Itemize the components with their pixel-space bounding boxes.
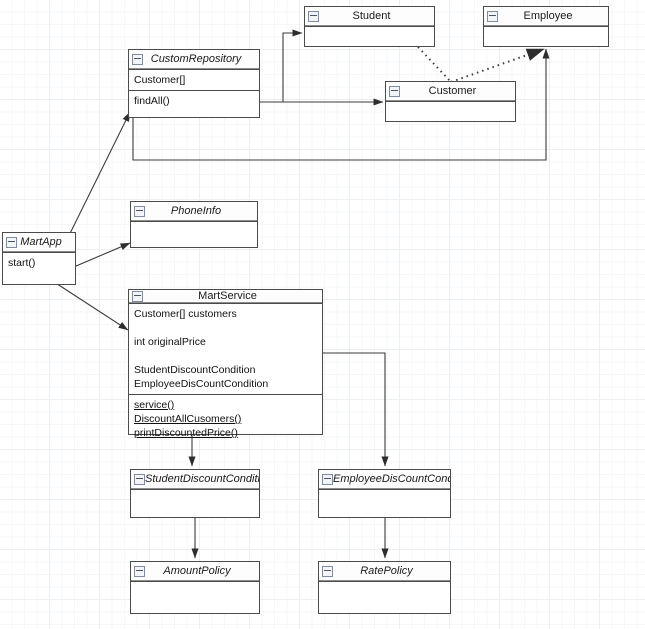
class-name-label: AmountPolicy <box>163 565 231 577</box>
collapse-minus-icon[interactable] <box>132 290 143 302</box>
class-header-martservice: MartService <box>129 290 322 303</box>
class-name-label: RatePolicy <box>360 565 413 577</box>
class-compartment-amountpolicy-0 <box>131 581 259 613</box>
edge-customrepository-to-student[interactable] <box>260 29 303 103</box>
class-compartment-studentdiscountcondition-0 <box>131 489 259 517</box>
class-header-customrepository: CustomRepository <box>129 50 259 69</box>
class-compartment-student-0 <box>305 26 434 46</box>
class-header-studentdiscountcondition: StudentDiscountCondition <box>131 470 259 489</box>
class-member: Customer[] customers <box>134 308 237 320</box>
class-box-studentdiscountcondition[interactable]: StudentDiscountCondition <box>130 469 260 518</box>
edge-martapp-to-martservice[interactable] <box>47 277 129 331</box>
class-header-employee: Employee <box>484 7 608 26</box>
class-compartment-customrepository-0: Customer[] <box>129 69 259 90</box>
class-name-label: Employee <box>523 10 573 22</box>
collapse-minus-icon[interactable] <box>134 205 145 217</box>
class-member: StudentDiscountCondition <box>134 364 256 376</box>
collapse-minus-icon[interactable] <box>322 473 333 485</box>
class-box-amountpolicy[interactable]: AmountPolicy <box>130 561 260 614</box>
class-member: Customer[] <box>134 74 186 86</box>
class-box-phoneinfo[interactable]: PhoneInfo <box>130 201 258 248</box>
class-member: int originalPrice <box>134 336 206 348</box>
class-header-customer: Customer <box>386 82 515 101</box>
collapse-minus-icon[interactable] <box>389 85 400 97</box>
class-name-label: Student <box>352 10 391 22</box>
class-compartment-phoneinfo-0 <box>131 221 257 247</box>
collapse-minus-icon[interactable] <box>134 565 145 577</box>
collapse-minus-icon[interactable] <box>6 236 17 248</box>
class-compartment-martapp-0: start() <box>3 252 75 273</box>
class-header-amountpolicy: AmountPolicy <box>131 562 259 581</box>
class-name-label: MartService <box>198 290 257 302</box>
class-member: EmployeeDisCountCondition <box>134 378 269 390</box>
class-box-martapp[interactable]: MartApp start() <box>2 232 76 285</box>
class-header-martapp: MartApp <box>3 233 75 252</box>
class-member: printDiscountedPrice() <box>134 427 238 439</box>
class-box-student[interactable]: Student <box>304 6 435 47</box>
collapse-minus-icon[interactable] <box>132 53 143 65</box>
class-name-label: Customer <box>428 85 477 97</box>
class-box-customer[interactable]: Customer <box>385 81 516 122</box>
class-compartment-martservice-0: Customer[] customers int originalPrice S… <box>129 303 322 394</box>
member-spacer <box>134 349 318 363</box>
edge-martservice-to-employeediscountcondition[interactable] <box>323 352 389 467</box>
class-header-employeediscountcondition: EmployeeDisCountCondition <box>319 470 450 489</box>
class-compartment-ratepolicy-0 <box>319 581 450 613</box>
class-header-phoneinfo: PhoneInfo <box>131 202 257 221</box>
class-name-label: MartApp <box>20 236 62 248</box>
class-compartment-martservice-1: service() DiscountAllCusomers() printDisco… <box>129 394 322 443</box>
class-compartment-employeediscountcondition-0 <box>319 489 450 517</box>
class-compartment-employee-0 <box>484 26 608 46</box>
edge-customrepository-to-employee[interactable] <box>132 48 550 161</box>
edge-customer-to-employee-dotted[interactable] <box>450 48 545 83</box>
class-member: findAll() <box>134 95 170 107</box>
class-member: DiscountAllCusomers() <box>134 413 242 425</box>
collapse-minus-icon[interactable] <box>134 473 145 485</box>
collapse-minus-icon[interactable] <box>308 10 319 22</box>
collapse-minus-icon[interactable] <box>322 565 333 577</box>
class-name-label: StudentDiscountCondition <box>145 473 259 485</box>
class-compartment-customer-0 <box>386 101 515 121</box>
class-compartment-customrepository-1: findAll() <box>129 90 259 111</box>
collapse-minus-icon[interactable] <box>487 10 498 22</box>
class-name-label: CustomRepository <box>150 53 242 65</box>
class-name-label: EmployeeDisCountCondition <box>333 473 450 485</box>
class-header-student: Student <box>305 7 434 26</box>
class-member: start() <box>8 257 36 269</box>
member-spacer <box>134 321 318 335</box>
class-box-employee[interactable]: Employee <box>483 6 609 47</box>
class-box-ratepolicy[interactable]: RatePolicy <box>318 561 451 614</box>
class-header-ratepolicy: RatePolicy <box>319 562 450 581</box>
edge-customer-to-student-dotted[interactable] <box>417 46 452 83</box>
class-name-label: PhoneInfo <box>170 205 222 217</box>
class-member: service() <box>134 399 175 411</box>
class-box-employeediscountcondition[interactable]: EmployeeDisCountCondition <box>318 469 451 518</box>
